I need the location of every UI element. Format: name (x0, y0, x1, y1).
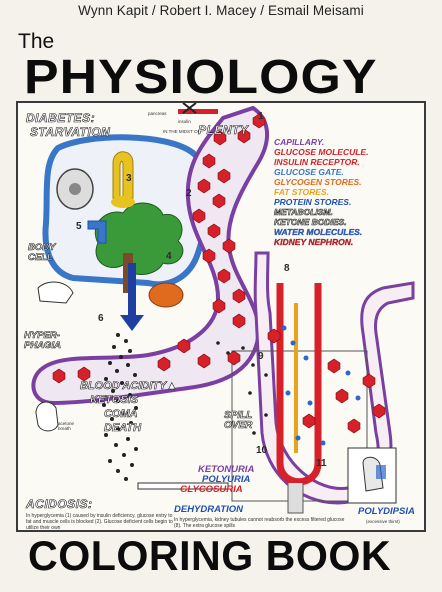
collecting-duct (287, 483, 304, 514)
label-death: DEATH (104, 422, 142, 434)
acetone-face (35, 401, 59, 432)
pancreas-bar (178, 109, 218, 114)
label-acetone-breath: acetone breath (58, 421, 75, 431)
title-main: PHYSIOLOGY (24, 51, 378, 104)
marker-9: 9 (258, 351, 264, 362)
label-plenty: PLENTY (198, 123, 249, 137)
illustration (31, 103, 415, 514)
lying-body (137, 482, 229, 490)
label-body-cell: BODY CELL (28, 242, 56, 263)
fat-stores (148, 282, 184, 308)
legend-kidney-nephron: KIDNEY NEPHRON. (274, 237, 354, 247)
legend-ketone-bodies: KETONE BODIES. (274, 217, 347, 228)
legend-capillary: CAPILLARY. (274, 137, 325, 147)
authors: Wynn Kapit / Robert I. Macey / Esmail Me… (78, 3, 364, 18)
dehydration-caption: In hyperglycemia, kidney tubules cannot … (174, 517, 345, 529)
label-pancreas: pancreas (148, 111, 167, 116)
insulin-receptor (87, 220, 107, 244)
label-polydipsia: POLYDIPSIA (358, 506, 415, 517)
legend-glycogen-stores: GLYCOGEN STORES. (274, 177, 362, 187)
label-in-midst: IN THE MIDST OF (163, 129, 201, 134)
title-coloring-book: COLORING BOOK (28, 532, 392, 579)
nephron-capillary (253, 251, 415, 505)
label-starvation: STARVATION (30, 125, 111, 139)
label-glycosuria: GLYCOSURIA (180, 484, 243, 495)
title-the: The (18, 30, 55, 53)
glucose-gate (112, 151, 134, 199)
fat-droplets (111, 196, 135, 208)
label-insulin: insulin (178, 119, 191, 124)
legend-metabolism: METABOLISM. (274, 207, 333, 218)
label-diabetes: DIABETES: (26, 111, 96, 125)
label-hyperphagia: HYPER- PHAGIA (24, 330, 62, 351)
marker-1: 1 (258, 111, 264, 122)
label-acidosis: ACIDOSIS: (26, 497, 93, 511)
nucleolus (69, 183, 81, 195)
legend-protein-stores: PROTEIN STORES. (274, 197, 352, 207)
marker-4: 4 (166, 251, 172, 262)
label-excessive-thirst: (excessive thirst) (366, 519, 400, 524)
marker-6: 6 (98, 313, 104, 324)
water-molecules (281, 325, 361, 446)
nephron-tubule (276, 283, 322, 486)
acidosis-caption: In hyperglycemia (1) caused by insulin d… (26, 513, 173, 531)
legend-fat-stores: FAT STORES. (274, 187, 329, 197)
flow-arrow (120, 263, 144, 331)
water-glass (376, 465, 386, 479)
label-polyuria: POLYURIA (202, 474, 251, 485)
label-spill-over: SPILL OVER (224, 410, 253, 431)
label-ketonuria: KETONURIA (198, 464, 255, 475)
legend-insulin-receptor: INSULIN RECEPTOR. (274, 157, 360, 167)
eating-hand (37, 281, 74, 304)
legend-glucose-molecule: GLUCOSE MOLECULE. (274, 147, 369, 157)
marker-10: 10 (256, 445, 268, 456)
label-coma: COMA (104, 408, 138, 420)
label-blood-acidity: BLOOD ACIDITY▲ (80, 380, 178, 392)
label-dehydration: DEHYDRATION (174, 504, 243, 515)
legend-glucose-gate: GLUCOSE GATE. (274, 167, 344, 177)
ketone-dots (102, 333, 268, 481)
legend-water-molecules: WATER MOLECULES. (274, 227, 363, 237)
glucose-molecules (52, 113, 386, 434)
marker-2: 2 (186, 188, 192, 199)
illustration-panel: 1 2 3 4 5 6 8 9 10 11 DIABETES: STARVATI… (16, 101, 426, 532)
marker-5: 5 (76, 221, 82, 232)
marker-8: 8 (284, 263, 290, 274)
label-ketosis: KETOSIS (90, 394, 139, 406)
blocked-x (182, 103, 197, 114)
marker-3: 3 (126, 173, 132, 184)
marker-11: 11 (316, 458, 327, 469)
